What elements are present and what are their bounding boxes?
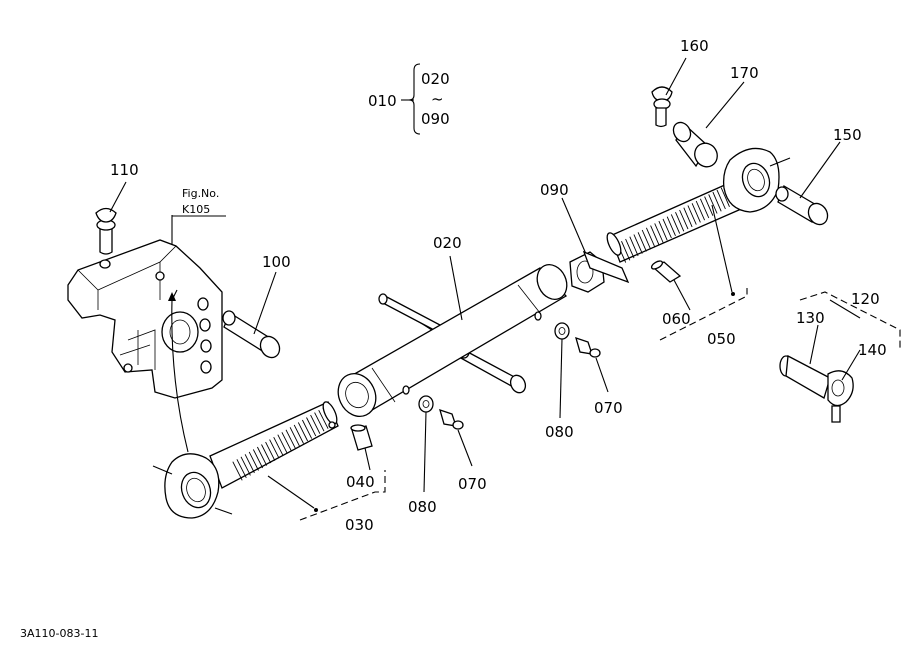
part-080-washers: 080 080 [408, 322, 574, 516]
part-120-pin-assembly: 120 130 140 [779, 290, 901, 423]
label-030[interactable]: 030 [345, 516, 374, 534]
label-070-right[interactable]: 070 [594, 399, 623, 417]
label-080-right[interactable]: 080 [545, 423, 574, 441]
fig-ref-line2[interactable]: K105 [182, 203, 210, 216]
figure-reference: Fig.No. K105 [172, 187, 226, 217]
label-020[interactable]: 020 [433, 234, 462, 252]
label-010[interactable]: 010 [368, 92, 397, 110]
part-170-bushing: 170 [672, 64, 759, 168]
label-150[interactable]: 150 [833, 126, 862, 144]
label-120[interactable]: 120 [851, 290, 880, 308]
label-040[interactable]: 040 [346, 473, 375, 491]
label-020-range-start[interactable]: 020 [421, 70, 450, 88]
drawing-code: 3A110-083-11 [20, 627, 98, 640]
label-140[interactable]: 140 [858, 341, 887, 359]
label-100[interactable]: 100 [262, 253, 291, 271]
range-separator: ~ [431, 90, 444, 108]
part-100-pin: 100 [221, 253, 291, 359]
label-090[interactable]: 090 [540, 181, 569, 199]
label-070-left[interactable]: 070 [458, 475, 487, 493]
label-160[interactable]: 160 [680, 37, 709, 55]
part-160-bolt: 160 [651, 37, 709, 128]
label-060[interactable]: 060 [662, 310, 691, 328]
label-130[interactable]: 130 [796, 309, 825, 327]
part-070-grease-nipples: 070 070 [439, 336, 623, 493]
part-030-rod-end: 030 [152, 401, 386, 534]
part-110-bolt: 110 [95, 161, 139, 255]
label-050[interactable]: 050 [707, 330, 736, 348]
mounting-bracket [67, 215, 223, 453]
part-060-spring-pin: 060 [650, 260, 691, 328]
part-040-spring-pin: 040 [346, 424, 375, 491]
part-020-cylinder: 020 [337, 234, 568, 417]
label-170[interactable]: 170 [730, 64, 759, 82]
assembly-range-callout: 010 020 ~ 090 [368, 63, 450, 135]
part-150-pin: 150 [775, 126, 862, 226]
thread-left [232, 407, 333, 481]
part-050-rod-end: 050 [582, 147, 791, 348]
label-090-range-end[interactable]: 090 [421, 110, 450, 128]
fig-ref-line1: Fig.No. [182, 187, 219, 200]
label-080-left[interactable]: 080 [408, 498, 437, 516]
label-110[interactable]: 110 [110, 161, 139, 179]
